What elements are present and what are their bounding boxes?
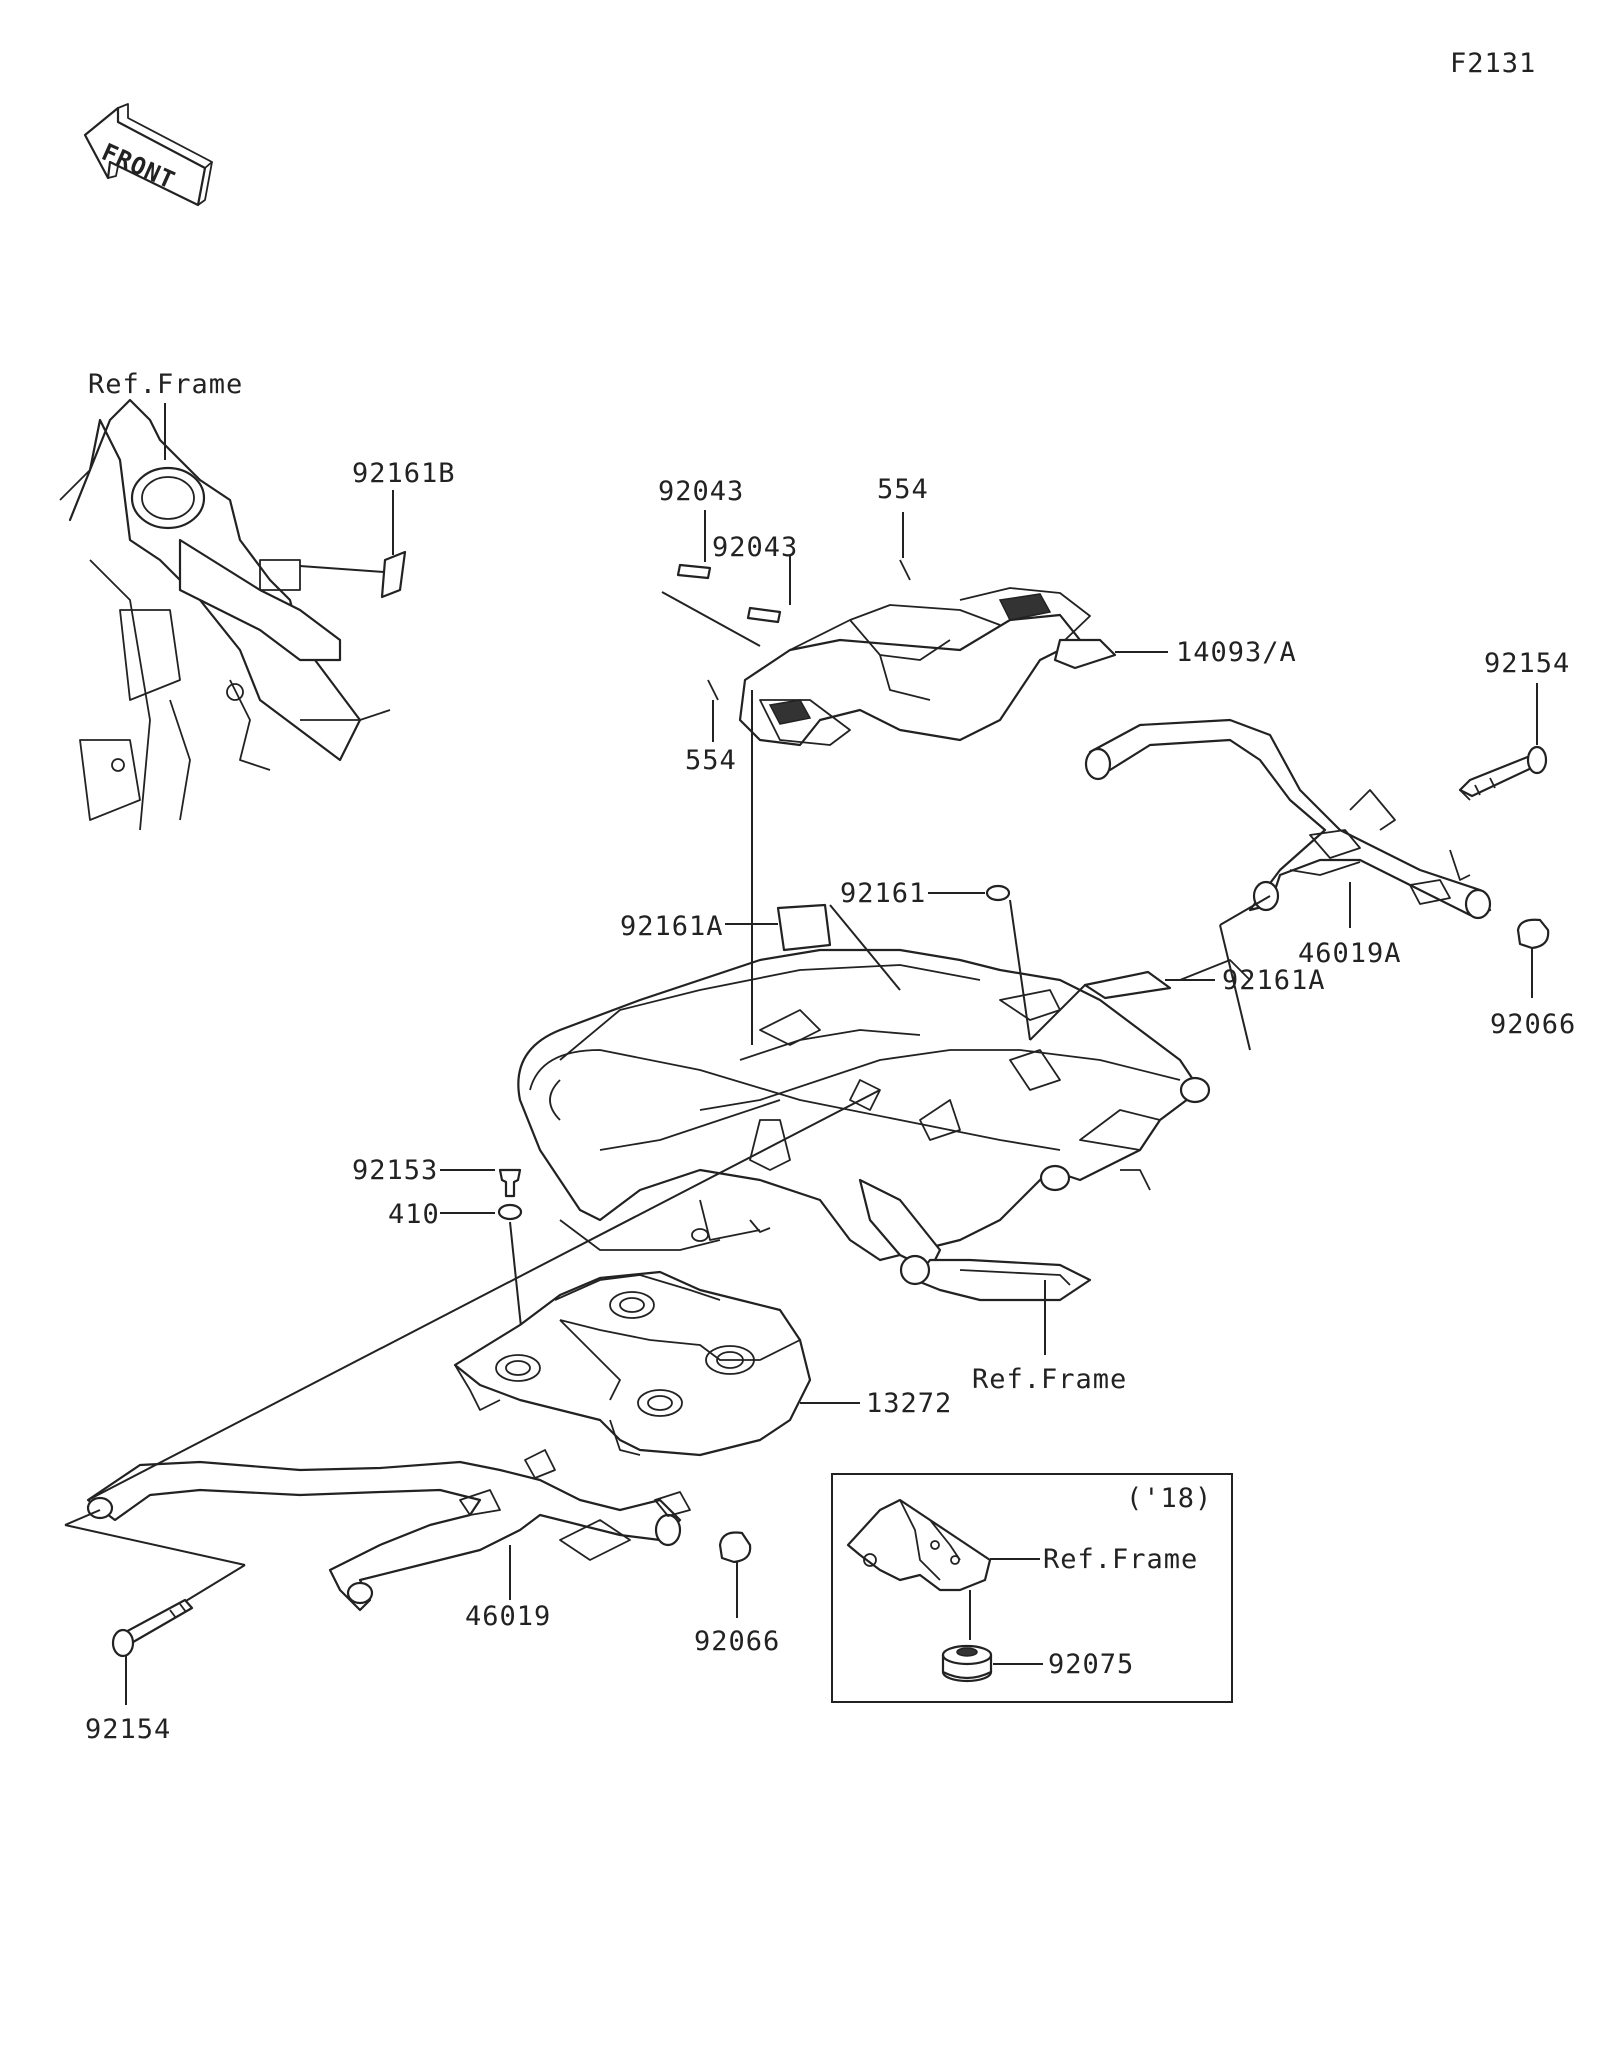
leader-line — [1219, 924, 1251, 1051]
cover-14093 — [738, 587, 1117, 747]
cap-92066-right — [1516, 918, 1550, 950]
label-ref-frame-mid: Ref.Frame — [972, 1364, 1127, 1395]
bolt-92154-left — [111, 1598, 194, 1658]
label-46019: 46019 — [465, 1601, 551, 1632]
cotter-pin-554-left — [707, 679, 719, 701]
label-92154-right: 92154 — [1484, 648, 1570, 679]
grab-bar-46019 — [86, 1449, 691, 1612]
label-92066-left: 92066 — [694, 1626, 780, 1657]
label-sticker-92161b — [380, 550, 407, 599]
label-92154-left: 92154 — [85, 1714, 171, 1745]
label-92161b: 92161B — [352, 458, 456, 489]
rear-frame-illustration — [517, 948, 1251, 1302]
label-554-left: 554 — [685, 745, 737, 776]
label-14093a: 14093/A — [1176, 637, 1297, 668]
frame-head-illustration — [59, 398, 391, 831]
label-sticker-92161a-right — [1083, 970, 1172, 1000]
plate-13272 — [453, 1270, 812, 1457]
leader-line — [1219, 895, 1271, 926]
inset-box-2018 — [831, 1473, 1233, 1703]
pin-92043-a — [676, 563, 712, 580]
leader-line — [1009, 899, 1031, 1041]
label-92066-right: 92066 — [1490, 1009, 1576, 1040]
grommet-92161 — [985, 884, 1011, 902]
leader-line — [661, 591, 761, 647]
leader-line — [64, 1524, 246, 1566]
label-ref-frame-top: Ref.Frame — [88, 369, 243, 400]
leader-line — [1029, 984, 1086, 1041]
label-554-top: 554 — [877, 474, 929, 505]
label-410: 410 — [388, 1199, 440, 1230]
label-13272: 13272 — [866, 1388, 952, 1419]
leader-line — [64, 1509, 101, 1526]
leader-line — [87, 1089, 881, 1501]
label-92161: 92161 — [840, 878, 926, 909]
leader-line — [299, 565, 385, 573]
label-92153: 92153 — [352, 1155, 438, 1186]
figure-code: F2131 — [1450, 48, 1536, 79]
label-92043-b: 92043 — [712, 532, 798, 563]
label-sticker-92161a-left — [776, 903, 832, 952]
damper-92075 — [941, 1644, 993, 1683]
label-46019a: 46019A — [1298, 938, 1402, 969]
pin-92043-b — [746, 606, 782, 624]
label-92075: 92075 — [1048, 1649, 1134, 1680]
grab-bar-46019a — [1084, 718, 1492, 920]
screw-92153 — [498, 1168, 522, 1198]
cotter-pin-554-top — [899, 559, 911, 581]
label-ref-frame-inset: Ref.Frame — [1043, 1544, 1198, 1575]
inset-year-label: ('18) — [1126, 1483, 1212, 1514]
inset-bracket-illustration — [846, 1498, 992, 1592]
label-92161a-left: 92161A — [620, 911, 724, 942]
label-92043-a: 92043 — [658, 476, 744, 507]
cap-92066-left — [718, 1531, 752, 1564]
label-92161a-right: 92161A — [1222, 965, 1326, 996]
leader-line — [829, 904, 901, 991]
washer-410 — [497, 1203, 523, 1221]
bolt-92154-right — [1458, 745, 1548, 801]
front-arrow-icon: FRONT — [83, 103, 213, 207]
